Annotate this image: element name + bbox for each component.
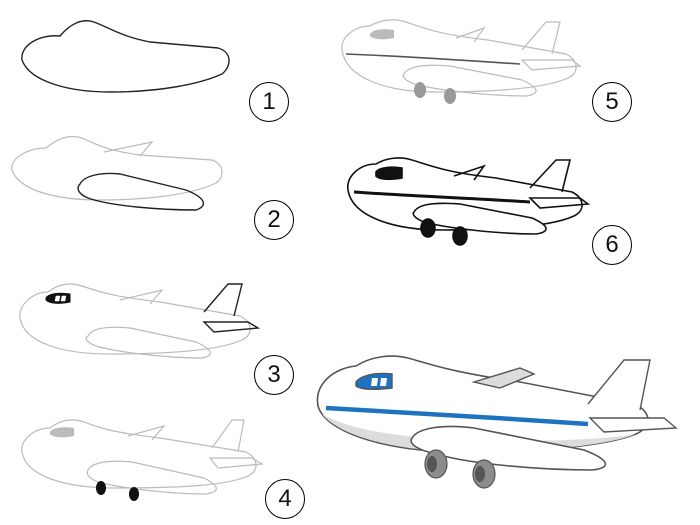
step-number-label: 5 [605, 88, 619, 115]
step-number-label: 6 [605, 231, 619, 258]
step-6-outline-drawing [347, 157, 591, 246]
step-number-badge: 5 [592, 82, 632, 122]
step-number-label: 4 [278, 485, 292, 512]
step-number-label: 2 [267, 206, 281, 233]
step-4-engines-drawing [21, 419, 264, 501]
step-number-badge: 1 [249, 82, 289, 122]
step-1-fuselage-drawing [21, 20, 230, 93]
final-colored-airplane [316, 355, 678, 489]
step-number-badge: 6 [592, 225, 632, 265]
step-number-badge: 4 [265, 479, 305, 519]
step-number-label: 1 [262, 88, 276, 115]
step-2-wing-drawing [11, 135, 223, 211]
step-number-label: 3 [267, 361, 281, 388]
step-3-cockpit-tail-drawing [19, 283, 261, 359]
step-number-badge: 3 [254, 355, 294, 395]
step-number-badge: 2 [254, 200, 294, 240]
step-5-stripe-drawing [341, 19, 582, 104]
